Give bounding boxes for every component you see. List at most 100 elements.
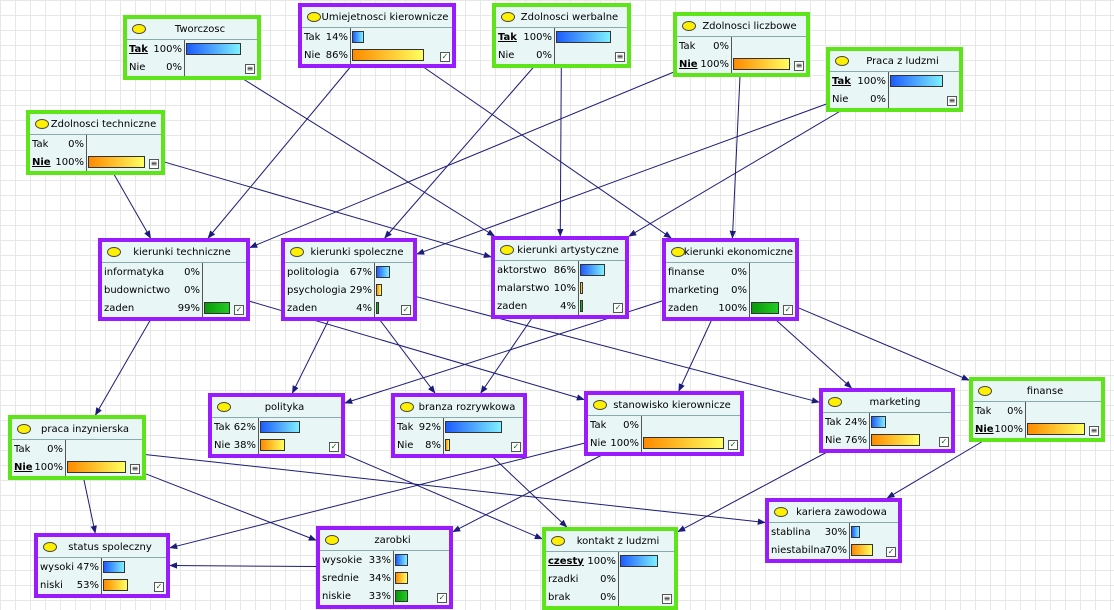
node-status[interactable]: status spoleczny wysoki 47% niski 53% ✓ [34,533,170,598]
node-kariera[interactable]: kariera zawodowa stablina 30% niestabiln… [765,498,902,563]
state-row[interactable]: wysokie 33% [320,551,449,569]
state-row[interactable]: informatyka 0% [102,263,246,281]
state-row[interactable]: Nie 100% [588,434,740,452]
check-icon[interactable]: ✓ [437,593,447,603]
node-header[interactable]: finanse [973,381,1101,402]
state-row[interactable]: rzadki 0% [546,570,674,588]
node-header[interactable]: Zdolnosci techniczne [30,114,161,135]
state-row[interactable]: stablina 30% [769,523,898,541]
state-row[interactable]: brak 0% [546,588,674,606]
node-header[interactable]: branza rozrywkowa [395,397,523,418]
state-row[interactable]: Nie 100% [677,55,806,73]
node-polityka[interactable]: polityka Tak 62% Nie 38% ✓ [208,393,345,458]
state-row[interactable]: srednie 34% [320,569,449,587]
state-row[interactable]: psychologia 29% [285,281,413,299]
state-row[interactable]: Nie 86% [302,46,452,64]
node-ktech[interactable]: kierunki techniczne informatyka 0% budow… [98,238,250,321]
node-header[interactable]: kierunki ekonomiczne [666,242,795,263]
state-row[interactable]: zaden 99% [102,299,246,317]
node-header[interactable]: Zdolnosci liczbowe [677,16,806,37]
check-icon[interactable]: ✓ [329,442,339,452]
node-techniczne[interactable]: Zdolnosci techniczne Tak 0% Nie 100% ≡ [26,110,165,175]
node-header[interactable]: kierunki artystyczne [495,240,625,261]
state-row[interactable]: budownictwo 0% [102,281,246,299]
node-werbalne[interactable]: Zdolnosci werbalne Tak 100% Nie 0% ≡ [492,3,631,68]
check-icon[interactable]: ✓ [440,52,450,62]
state-row[interactable]: Nie 8% [395,436,523,454]
observed-icon[interactable]: ≡ [947,96,957,106]
state-row[interactable]: malarstwo 10% [495,279,625,297]
node-zarobki[interactable]: zarobki wysokie 33% srednie 34% niskie 3… [316,526,453,609]
node-header[interactable]: kariera zawodowa [769,502,898,523]
node-header[interactable]: stanowisko kierownicze [588,395,740,416]
node-ludzmi[interactable]: Praca z ludzmi Tak 100% Nie 0% ≡ [826,47,963,112]
node-tworczosc[interactable]: Tworczosc Tak 100% Nie 0% ≡ [123,15,261,80]
state-row[interactable]: Tak 100% [127,40,257,58]
state-row[interactable]: Tak 0% [973,402,1101,420]
node-liczbowe[interactable]: Zdolnosci liczbowe Tak 0% Nie 100% ≡ [673,12,810,77]
state-row[interactable]: Tak 100% [830,72,959,90]
node-header[interactable]: zarobki [320,530,449,551]
state-row[interactable]: zaden 4% [285,299,413,317]
state-row[interactable]: finanse 0% [666,263,795,281]
node-header[interactable]: Praca z ludzmi [830,51,959,72]
observed-icon[interactable]: ≡ [149,159,159,169]
check-icon[interactable]: ✓ [234,305,244,315]
state-row[interactable]: Tak 92% [395,418,523,436]
node-header[interactable]: kierunki spoleczne [285,242,413,263]
check-icon[interactable]: ✓ [939,437,949,447]
state-row[interactable]: Tak 0% [12,440,142,458]
state-row[interactable]: Tak 100% [496,28,627,46]
observed-icon[interactable]: ≡ [1089,426,1099,436]
node-marketing[interactable]: marketing Tak 24% Nie 76% ✓ [819,388,955,453]
node-header[interactable]: status spoleczny [38,537,166,558]
node-branza[interactable]: branza rozrywkowa Tak 92% Nie 8% ✓ [391,393,527,458]
check-icon[interactable]: ✓ [154,582,164,592]
observed-icon[interactable]: ≡ [130,464,140,474]
state-row[interactable]: Tak 14% [302,28,452,46]
node-header[interactable]: Zdolnosci werbalne [496,7,627,28]
state-row[interactable]: Nie 0% [127,58,257,76]
node-stanowisko[interactable]: stanowisko kierownicze Tak 0% Nie 100% ✓ [584,391,744,456]
node-kart[interactable]: kierunki artystyczne aktorstwo 86% malar… [491,236,629,319]
node-kekon[interactable]: kierunki ekonomiczne finanse 0% marketin… [662,238,799,321]
state-row[interactable]: marketing 0% [666,281,795,299]
state-row[interactable]: niestabilna 70% [769,541,898,559]
node-header[interactable]: kierunki techniczne [102,242,246,263]
state-row[interactable]: Tak 0% [677,37,806,55]
check-icon[interactable]: ✓ [401,305,411,315]
state-row[interactable]: Tak 0% [30,135,161,153]
state-row[interactable]: Tak 62% [212,418,341,436]
state-row[interactable]: Nie 100% [12,458,142,476]
check-icon[interactable]: ✓ [613,303,623,313]
node-header[interactable]: kontakt z ludzmi [546,531,674,552]
node-praca[interactable]: praca inzynierska Tak 0% Nie 100% ≡ [8,415,146,480]
node-header[interactable]: praca inzynierska [12,419,142,440]
state-row[interactable]: zaden 4% [495,297,625,315]
state-row[interactable]: Tak 0% [588,416,740,434]
check-icon[interactable]: ✓ [511,442,521,452]
state-row[interactable]: politologia 67% [285,263,413,281]
state-row[interactable]: czesty 100% [546,552,674,570]
state-row[interactable]: Nie 76% [823,431,951,449]
state-row[interactable]: Tak 24% [823,413,951,431]
node-kspol[interactable]: kierunki spoleczne politologia 67% psych… [281,238,417,321]
state-row[interactable]: Nie 38% [212,436,341,454]
state-row[interactable]: Nie 0% [496,46,627,64]
observed-icon[interactable]: ≡ [662,594,672,604]
node-header[interactable]: Tworczosc [127,19,257,40]
state-row[interactable]: niski 53% [38,576,166,594]
state-row[interactable]: Nie 0% [830,90,959,108]
node-finanse[interactable]: finanse Tak 0% Nie 100% ≡ [969,377,1105,442]
node-header[interactable]: polityka [212,397,341,418]
check-icon[interactable]: ✓ [886,547,896,557]
state-row[interactable]: aktorstwo 86% [495,261,625,279]
node-kontakt[interactable]: kontakt z ludzmi czesty 100% rzadki 0% b… [542,527,678,610]
observed-icon[interactable]: ≡ [794,61,804,71]
state-row[interactable]: zaden 100% [666,299,795,317]
check-icon[interactable]: ✓ [728,440,738,450]
node-header[interactable]: Umiejetnosci kierownicze [302,7,452,28]
observed-icon[interactable]: ≡ [245,64,255,74]
node-umiejetnosci[interactable]: Umiejetnosci kierownicze Tak 14% Nie 86%… [298,3,456,68]
state-row[interactable]: Nie 100% [30,153,161,171]
